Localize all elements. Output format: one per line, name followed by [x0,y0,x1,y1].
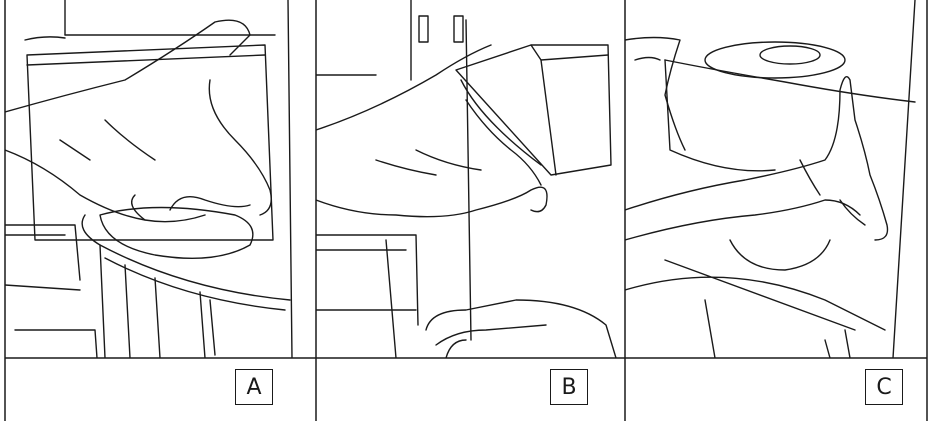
panel-b-label: B [550,369,588,405]
panel-c: C [625,0,927,421]
panel-a: A [5,0,316,421]
hand-lifting-container-lid-icon [5,0,316,358]
panel-b: B [316,0,625,421]
panel-c-label: C [865,369,903,405]
hands-removing-container-icon [625,0,927,358]
panel-a-label: A [235,369,273,405]
hand-tilting-box-icon [316,0,625,358]
